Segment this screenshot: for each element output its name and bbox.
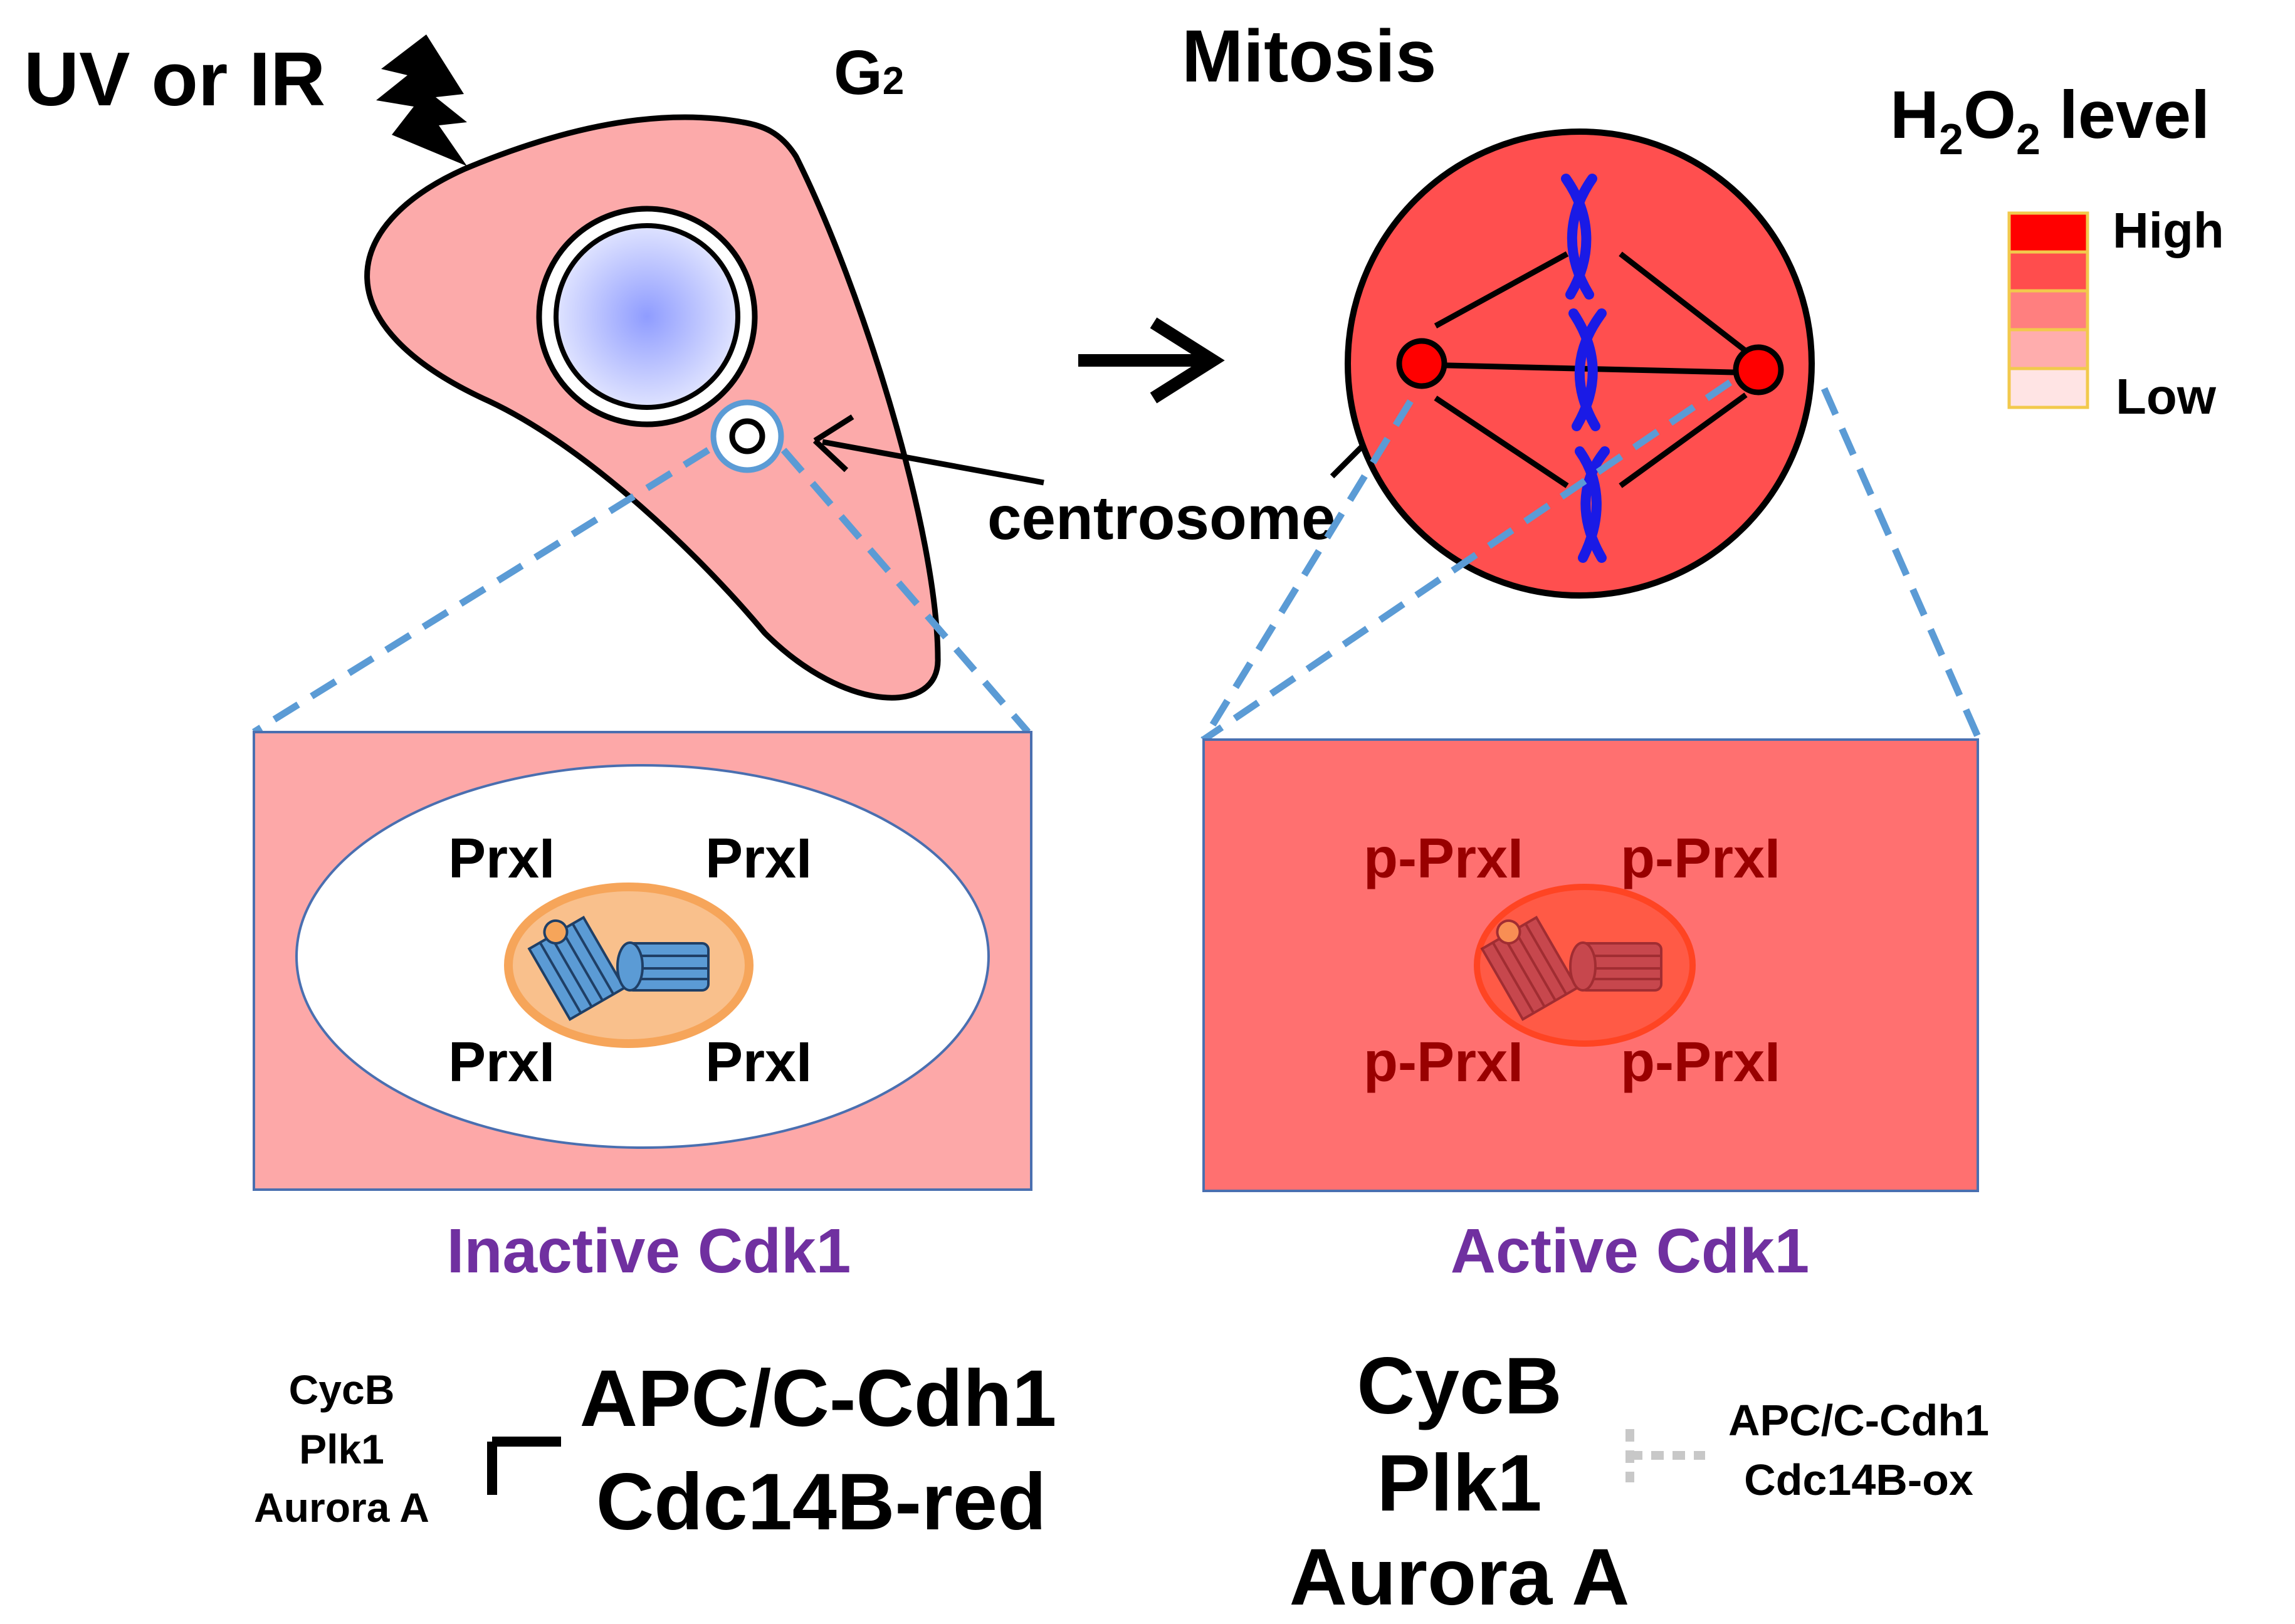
legend-high-label: High [2113,202,2224,258]
left-large-cdc14b: Cdc14B-red [596,1457,1046,1547]
centriole-pair-active-icon [1480,915,1662,1022]
p-prxi-label-tl: p-PrxI [1363,827,1523,890]
legend-swatch-1 [2007,250,2089,293]
zoom-lines [252,379,1982,743]
legend-swatch-3 [2007,328,2089,370]
legend-swatch-4 [2007,367,2089,409]
left-small-plk1: Plk1 [299,1426,384,1472]
p-prxi-label-br: p-PrxI [1620,1031,1780,1094]
g2-subscript: 2 [883,60,904,103]
legend-swatch-2 [2007,289,2089,332]
prxi-label-br: PrxI [705,1031,812,1094]
prxi-label-tr: PrxI [705,827,812,890]
lightning-icon [376,34,467,166]
weak-inhibition-icon [1625,1429,1705,1482]
uv-ir-label: UV or IR [24,36,325,122]
inhibition-icon [487,1437,561,1495]
p-prxi-label-tr: p-PrxI [1620,827,1780,890]
right-small-cdc14b: Cdc14B-ox [1744,1455,1973,1504]
prxi-label-tl: PrxI [448,827,555,890]
legend-low-label: Low [2116,369,2217,424]
right-large-aurora: Aurora A [1289,1532,1630,1622]
prxi-label-bl: PrxI [448,1031,555,1094]
svg-text:G2: G2 [834,38,904,108]
inactive-cdk1-label: Inactive Cdk1 [447,1216,851,1286]
centriole-g2 [729,418,765,454]
centriole-pair-icon [527,915,710,1022]
legend-swatches [2007,211,2089,409]
legend-title-h: H [1890,76,1939,152]
mitosis-label: Mitosis [1182,15,1437,98]
chromosomes [1561,174,1610,563]
centrosome-arrow-left [822,439,1044,486]
centrosome-mitotic-right [1733,344,1784,396]
left-large-apc: APC/C-Cdh1 [580,1354,1057,1443]
left-small-aurora: Aurora A [254,1484,429,1531]
right-large-cycb: CycB [1357,1341,1562,1431]
g2-label: G [834,38,883,108]
svg-text:H2O2 level: H2O2 level [1890,76,2210,164]
centrosome-mitotic-left [1396,338,1447,389]
right-large-plk1: Plk1 [1377,1438,1541,1528]
arrow-head-icon [1150,317,1225,404]
right-small-apc: APC/C-Cdh1 [1728,1396,1989,1445]
legend-swatch-0 [2007,211,2089,254]
p-prxi-label-bl: p-PrxI [1363,1031,1523,1094]
active-cdk1-label: Active Cdk1 [1451,1216,1809,1286]
centrosome-label: centrosome [987,483,1336,552]
left-small-cycb: CycB [289,1366,395,1413]
nucleus [554,223,740,410]
